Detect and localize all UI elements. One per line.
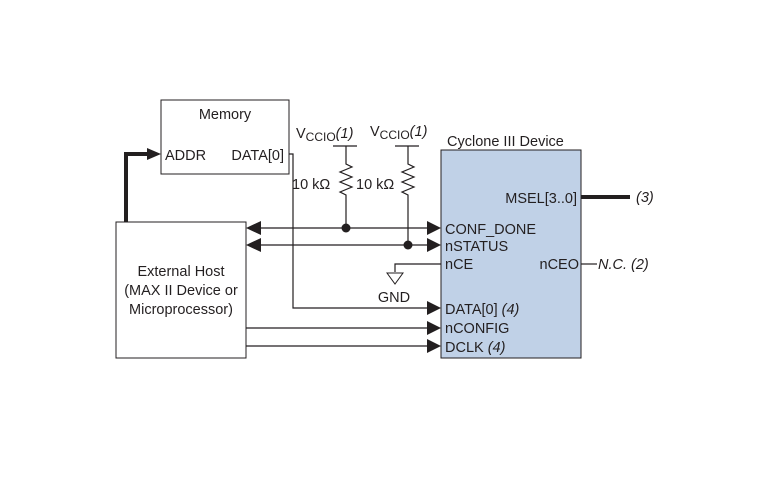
data0-arrowhead — [427, 301, 441, 315]
pin-dclk-note: (4) — [488, 340, 506, 356]
ground-icon — [386, 272, 404, 285]
conf-done-device-arrowhead — [427, 221, 441, 235]
vccio-1-v: V — [296, 126, 306, 142]
memory-title: Memory — [199, 107, 252, 123]
resistor-1-value: 10 kΩ — [292, 177, 330, 193]
nce-ground-wire — [394, 263, 441, 272]
vccio-1-note: (1) — [336, 126, 354, 142]
external-host-line2: (MAX II Device or — [124, 283, 238, 299]
nstatus-host-arrowhead — [246, 238, 261, 252]
external-host-block — [115, 221, 247, 359]
conf-done-host-arrowhead — [246, 221, 261, 235]
resistor-1-symbol — [338, 146, 354, 228]
vccio-2-v: V — [370, 124, 380, 140]
nstatus-junction — [403, 240, 413, 250]
pin-nce: nCE — [445, 257, 474, 273]
resistor-2-symbol — [400, 146, 416, 245]
pin-dclk: DCLK(4) — [445, 340, 505, 356]
address-bus — [124, 152, 150, 222]
memory-block — [160, 99, 290, 175]
pin-dclk-label: DCLK — [445, 340, 484, 356]
dclk-arrowhead — [427, 339, 441, 353]
pullup-resistor-2: VCCIO(1) 10 kΩ — [356, 124, 427, 250]
pin-data0-note: (4) — [502, 302, 520, 318]
conf-done-junction — [341, 223, 351, 233]
pin-data0: DATA[0](4) — [445, 302, 519, 318]
address-bus-arrowhead — [147, 148, 161, 160]
ground-label: GND — [378, 290, 410, 306]
vccio-1-sub: CCIO — [306, 130, 336, 144]
cyclone-iii-device-block — [440, 149, 582, 359]
device-title: Cyclone III Device — [447, 134, 564, 150]
pullup-resistor-1: VCCIO(1) 10 kΩ — [292, 126, 357, 233]
pin-conf-done: CONF_DONE — [445, 222, 536, 238]
data0-wire — [289, 153, 428, 309]
pin-data0-label: DATA[0] — [445, 302, 498, 318]
vccio-2-sub: CCIO — [380, 128, 410, 142]
pin-nceo: nCEO — [540, 257, 580, 273]
pin-nconfig: nCONFIG — [445, 321, 509, 337]
nconfig-arrowhead — [427, 321, 441, 335]
external-host-line3: Microprocessor) — [129, 302, 233, 318]
resistor-2-value: 10 kΩ — [356, 177, 394, 193]
nceo-note: N.C. (2) — [598, 257, 649, 273]
pin-nstatus: nSTATUS — [445, 239, 508, 255]
vccio-2-note: (1) — [410, 124, 428, 140]
vccio-label-2: VCCIO(1) — [370, 124, 427, 142]
msel-note: (3) — [636, 190, 654, 206]
pin-msel: MSEL[3..0] — [505, 191, 577, 207]
memory-pin-data: DATA[0] — [231, 148, 284, 164]
vccio-label-1: VCCIO(1) — [296, 126, 353, 144]
memory-pin-addr: ADDR — [165, 148, 206, 164]
external-host-line1: External Host — [137, 264, 224, 280]
nstatus-device-arrowhead — [427, 238, 441, 252]
